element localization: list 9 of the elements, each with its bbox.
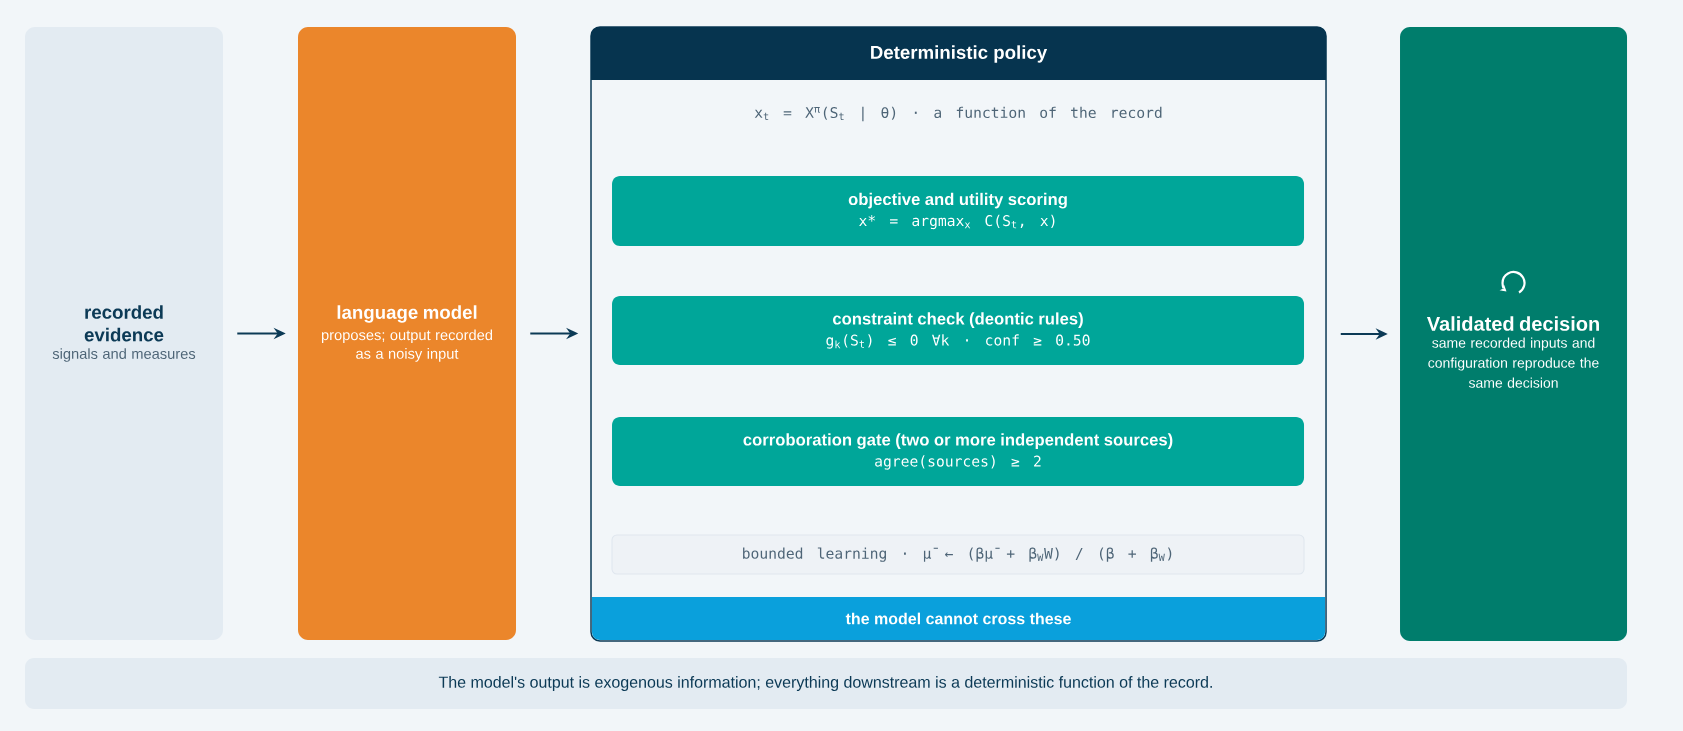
model-box: language model proposes; output recorded as a noisy input (298, 27, 516, 640)
learning-strip: bounded learning · μ̄ ← (βμ̄ + β$_{W}$W) / (β + β$_{W}$) (611, 534, 1305, 575)
constraint-box: constraint check (deontic rules) g$_{k}$(S$_{t}$) ≤ 0 ∀k · conf ≥ 0.50 (612, 296, 1304, 365)
evidence-box: recorded evidence signals and measures (25, 27, 223, 640)
footer-band: the model cannot cross these (592, 597, 1325, 640)
note-band: The model's output is exogenous information; everything downstream is a deterministic function of the record. (25, 658, 1628, 709)
scoring-box: objective and utility scoring x* = argmax$_{x}$ C(S$_{t}$, x) (612, 176, 1304, 246)
gate-box: corroboration gate (two or more independent sources) agree(sources) ≥ 2 (612, 417, 1304, 486)
decision-box: Validated decision same recorded inputs and configuration reproduce the same decision (1400, 27, 1628, 641)
